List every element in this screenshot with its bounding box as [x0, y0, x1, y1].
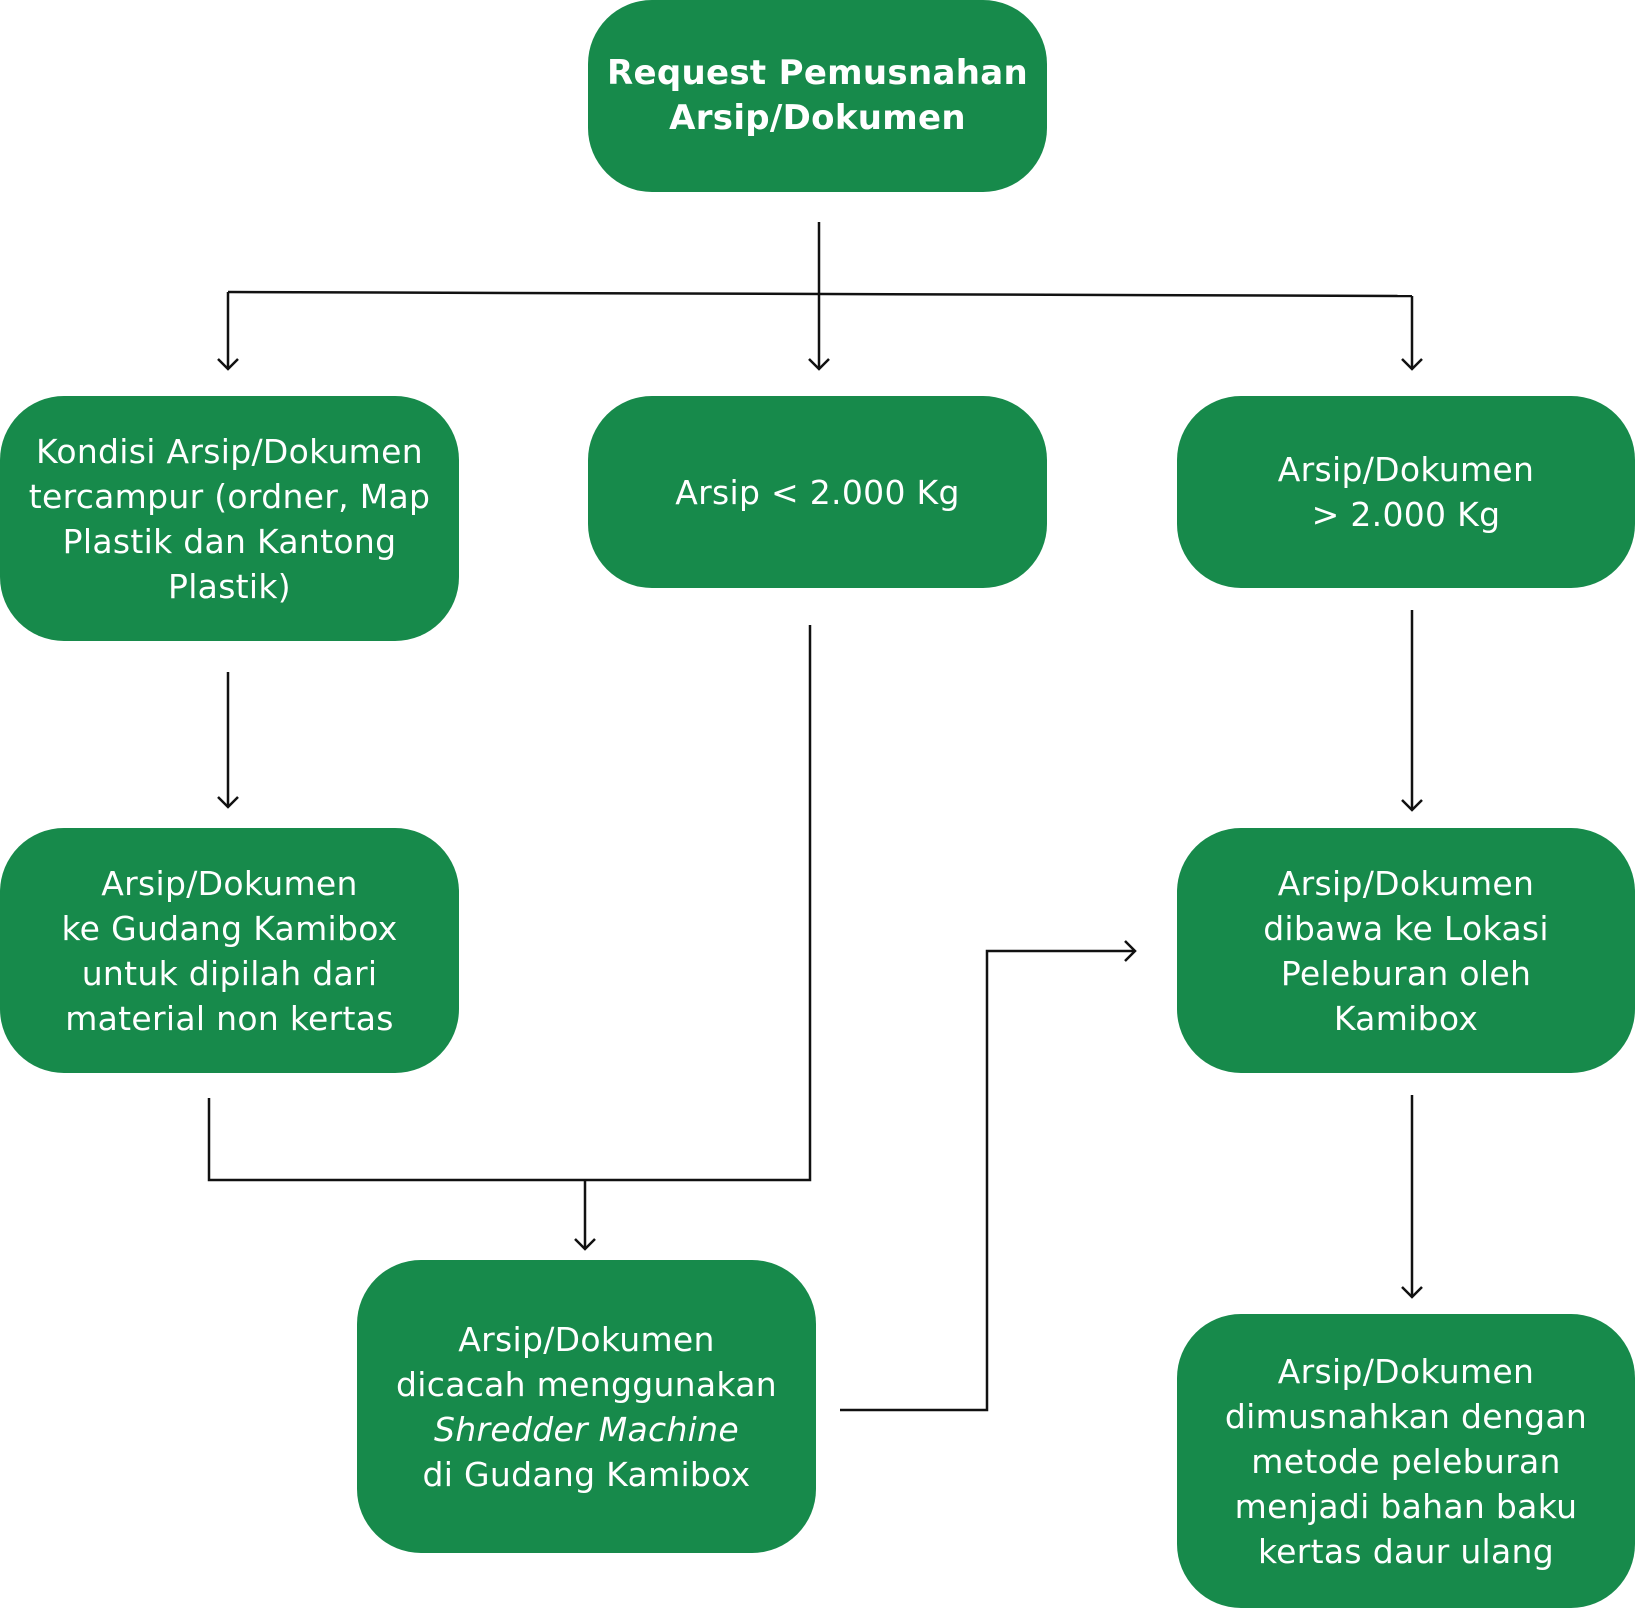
connector-branch-bar: [227, 290, 1413, 298]
connector-sorting-to-shred: [207, 625, 812, 1182]
node-melting-site: Arsip/Dokumen dibawa ke Lokasi Peleburan…: [1177, 828, 1635, 1073]
node-under-2000kg: Arsip < 2.000 Kg: [588, 396, 1047, 588]
node-over-2000kg: Arsip/Dokumen > 2.000 Kg: [1177, 396, 1635, 588]
arrowhead-under: [808, 358, 830, 371]
node-text-line: metode peleburan: [1251, 1441, 1561, 1481]
node-text-line: menjadi bahan baku: [1234, 1486, 1578, 1526]
arrowhead-sorting: [217, 796, 239, 809]
node-request-destruction: Request Pemusnahan Arsip/Dokumen: [588, 0, 1047, 192]
node-mixed-condition: Kondisi Arsip/Dokumen tercampur (ordner,…: [0, 396, 459, 641]
arrowhead-melt-top: [1401, 799, 1423, 812]
node-text-line: dimusnahkan dengan: [1224, 1396, 1588, 1436]
node-sorting-warehouse: Arsip/Dokumen ke Gudang Kamibox untuk di…: [0, 828, 459, 1073]
node-text-line: Arsip/Dokumen: [458, 1319, 715, 1359]
arrowhead-destroyed: [1401, 1286, 1423, 1299]
node-text-line: Arsip/Dokumen: [1277, 1351, 1535, 1391]
node-text-line: ke Gudang Kamibox: [61, 908, 398, 948]
node-text-line: di Gudang Kamibox: [422, 1454, 751, 1494]
node-text-line: > 2.000 Kg: [1311, 495, 1501, 534]
node-text-line: Arsip/Dokumen: [669, 98, 966, 138]
node-text-line: dicacah menggunakan: [396, 1364, 777, 1404]
node-text-line: Arsip/Dokumen: [1277, 863, 1535, 903]
node-shredding: Arsip/Dokumen dicacah menggunakan Shredd…: [357, 1260, 816, 1553]
node-text-line: Arsip/Dokumen: [101, 863, 358, 903]
arrowhead-melt-side: [1124, 940, 1137, 962]
node-text-line: dibawa ke Lokasi: [1263, 908, 1549, 948]
node-text-line: kertas daur ulang: [1257, 1531, 1555, 1571]
node-text-line: Peleburan oleh: [1280, 953, 1532, 993]
node-text-line: Kamibox: [1333, 998, 1479, 1038]
node-text-line: Arsip < 2.000 Kg: [675, 472, 960, 512]
node-text-line: tercampur (ordner, Map: [28, 476, 431, 516]
node-text-line: Shredder Machine: [434, 1409, 739, 1449]
node-text-line: material non kertas: [65, 998, 394, 1038]
node-text-line: Plastik): [168, 566, 291, 606]
arrowhead-mixed: [217, 358, 239, 371]
node-text-line: Kondisi Arsip/Dokumen: [36, 431, 423, 471]
node-text-line: Plastik dan Kantong: [62, 521, 397, 561]
node-destroyed-recycled: Arsip/Dokumen dimusnahkan dengan metode …: [1177, 1314, 1635, 1608]
node-text-line: Arsip/Dokumen: [1277, 450, 1535, 489]
arrowhead-over: [1401, 358, 1423, 371]
node-text-line: Request Pemusnahan: [607, 53, 1028, 93]
node-text-line: untuk dipilah dari: [81, 953, 378, 993]
connector-shred-to-melt: [840, 949, 1135, 1412]
arrowhead-shred: [574, 1238, 596, 1251]
